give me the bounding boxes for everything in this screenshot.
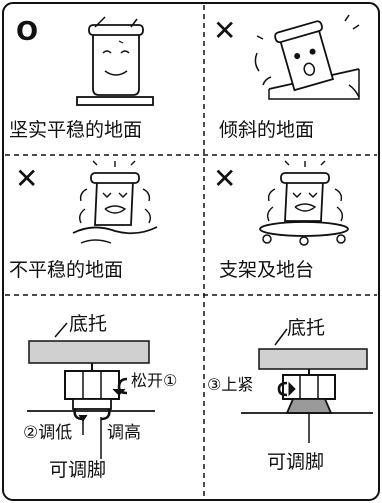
tilting-machine-icon [254, 14, 360, 100]
panel-caption: 坚实平稳的地面 [9, 119, 143, 141]
shaking-machine-icon [72, 160, 158, 244]
tightened-foot-diagram [241, 328, 373, 443]
panel-level-ground: O 坚实平稳的地面 [5, 5, 203, 155]
machine-on-stand-icon [259, 160, 349, 246]
panel-caption: 倾斜的地面 [219, 119, 315, 141]
base-label: 底托 [69, 313, 108, 335]
adjustable-foot-label: 可调脚 [267, 451, 325, 473]
incorrect-mark: ✕ [15, 162, 39, 195]
loosen-label: 松开① [131, 371, 178, 390]
incorrect-mark: ✕ [213, 162, 237, 195]
lower-label: ②调低 [23, 423, 73, 443]
panel-uneven-ground: ✕ 不平稳的地面 [5, 157, 203, 294]
adjustable-foot-label: 可调脚 [49, 459, 107, 481]
happy-machine-icon [76, 16, 154, 106]
panel-adjust-tighten: 底托 ③上紧 可调脚 [205, 297, 377, 497]
panel-sloped-ground: ✕ 倾斜的地面 [205, 5, 377, 155]
adjustable-foot-diagram [27, 322, 155, 459]
correct-mark: O [16, 17, 39, 47]
panel-caption: 不平稳的地面 [9, 259, 124, 281]
incorrect-mark: ✕ [213, 14, 237, 47]
raise-label: 调高 [107, 423, 141, 443]
panel-adjust-loosen: 底托 松开① ②调低 调高 可调脚 [5, 297, 203, 497]
base-label: 底托 [287, 317, 326, 339]
tighten-label: ③上紧 [207, 375, 254, 394]
panel-stand-platform: ✕ 支架及地台 [205, 157, 377, 294]
panel-caption: 支架及地台 [219, 259, 315, 281]
